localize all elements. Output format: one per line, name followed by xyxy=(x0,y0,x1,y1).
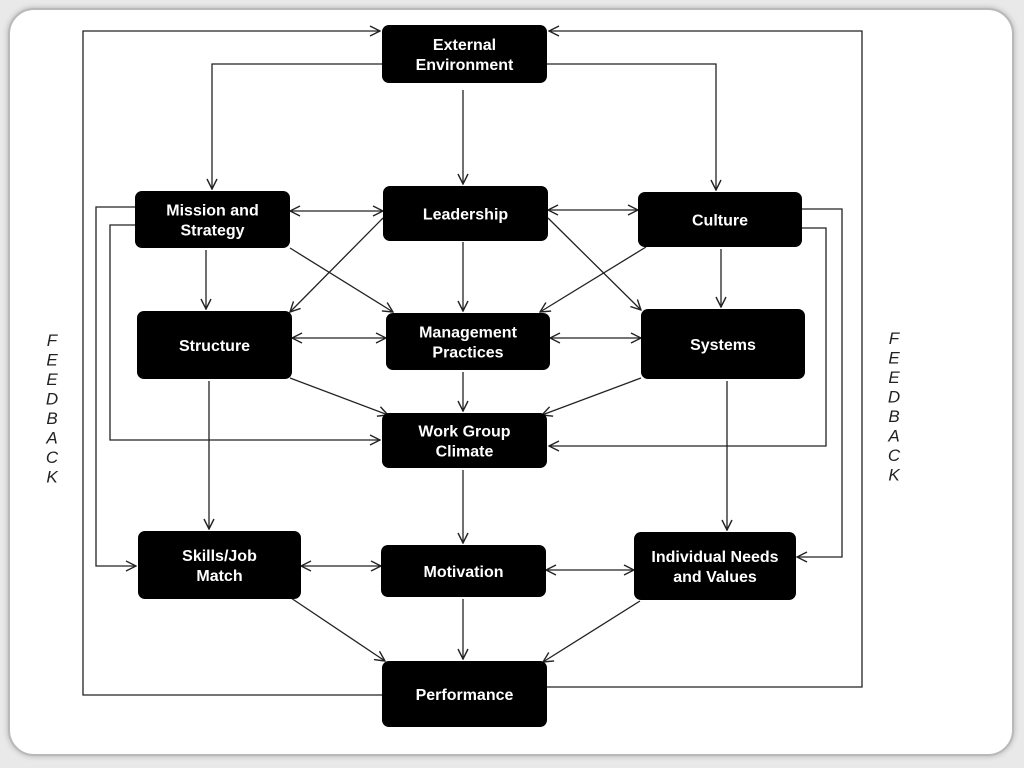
node-label-mission: Strategy xyxy=(180,223,244,240)
arrow xyxy=(95,206,136,566)
arrow xyxy=(109,224,380,440)
node-needs: Individual Needs and Values xyxy=(634,532,796,600)
node-label-skills: Match xyxy=(196,568,242,585)
node-label-external: Environment xyxy=(416,57,514,74)
node-box-performance xyxy=(382,661,547,727)
node-label-management: Practices xyxy=(432,345,503,362)
arrow xyxy=(290,217,384,312)
arrow xyxy=(290,597,385,661)
node-label-leadership: Leadership xyxy=(423,207,509,224)
node-box-needs xyxy=(634,532,796,600)
node-motivation: Motivation xyxy=(381,545,546,597)
node-label-external: External xyxy=(433,37,496,54)
arrow xyxy=(540,246,647,312)
arrow xyxy=(543,600,641,662)
arrow xyxy=(547,217,641,310)
arrow xyxy=(547,63,716,190)
arrow xyxy=(797,208,843,557)
arrow xyxy=(82,31,382,696)
node-label-workgroup: Work Group xyxy=(418,424,510,441)
node-label-culture: Culture xyxy=(692,213,748,230)
node-label-management: Management xyxy=(419,325,517,342)
node-label-motivation: Motivation xyxy=(424,564,504,581)
arrow xyxy=(212,63,382,189)
node-label-structure: Structure xyxy=(179,338,250,355)
node-box-external xyxy=(382,25,547,83)
node-box-motivation xyxy=(381,545,546,597)
arrow xyxy=(547,31,863,688)
node-label-performance: Performance xyxy=(416,687,514,704)
node-culture: Culture xyxy=(638,192,802,247)
node-structure: Structure xyxy=(137,311,292,379)
node-box-leadership xyxy=(383,186,548,241)
node-label-systems: Systems xyxy=(690,337,756,354)
arrow xyxy=(542,377,642,415)
arrow xyxy=(289,247,393,312)
node-box-management xyxy=(386,313,550,370)
arrow xyxy=(549,227,827,446)
node-label-skills: Skills/Job xyxy=(182,548,257,565)
slide-frame xyxy=(8,8,1014,756)
node-label-mission: Mission and xyxy=(166,203,258,220)
node-box-skills xyxy=(138,531,301,599)
node-performance: Performance xyxy=(382,661,547,727)
node-label-workgroup: Climate xyxy=(436,444,494,461)
node-box-mission xyxy=(135,191,290,248)
node-label-needs: and Values xyxy=(673,569,757,586)
node-box-workgroup xyxy=(382,413,547,468)
arrow xyxy=(289,377,388,415)
node-box-structure xyxy=(137,311,292,379)
node-box-culture xyxy=(638,192,802,247)
node-label-needs: Individual Needs xyxy=(651,549,778,566)
node-box-systems xyxy=(641,309,805,379)
node-leadership: Leadership xyxy=(383,186,548,241)
node-systems: Systems xyxy=(641,309,805,379)
